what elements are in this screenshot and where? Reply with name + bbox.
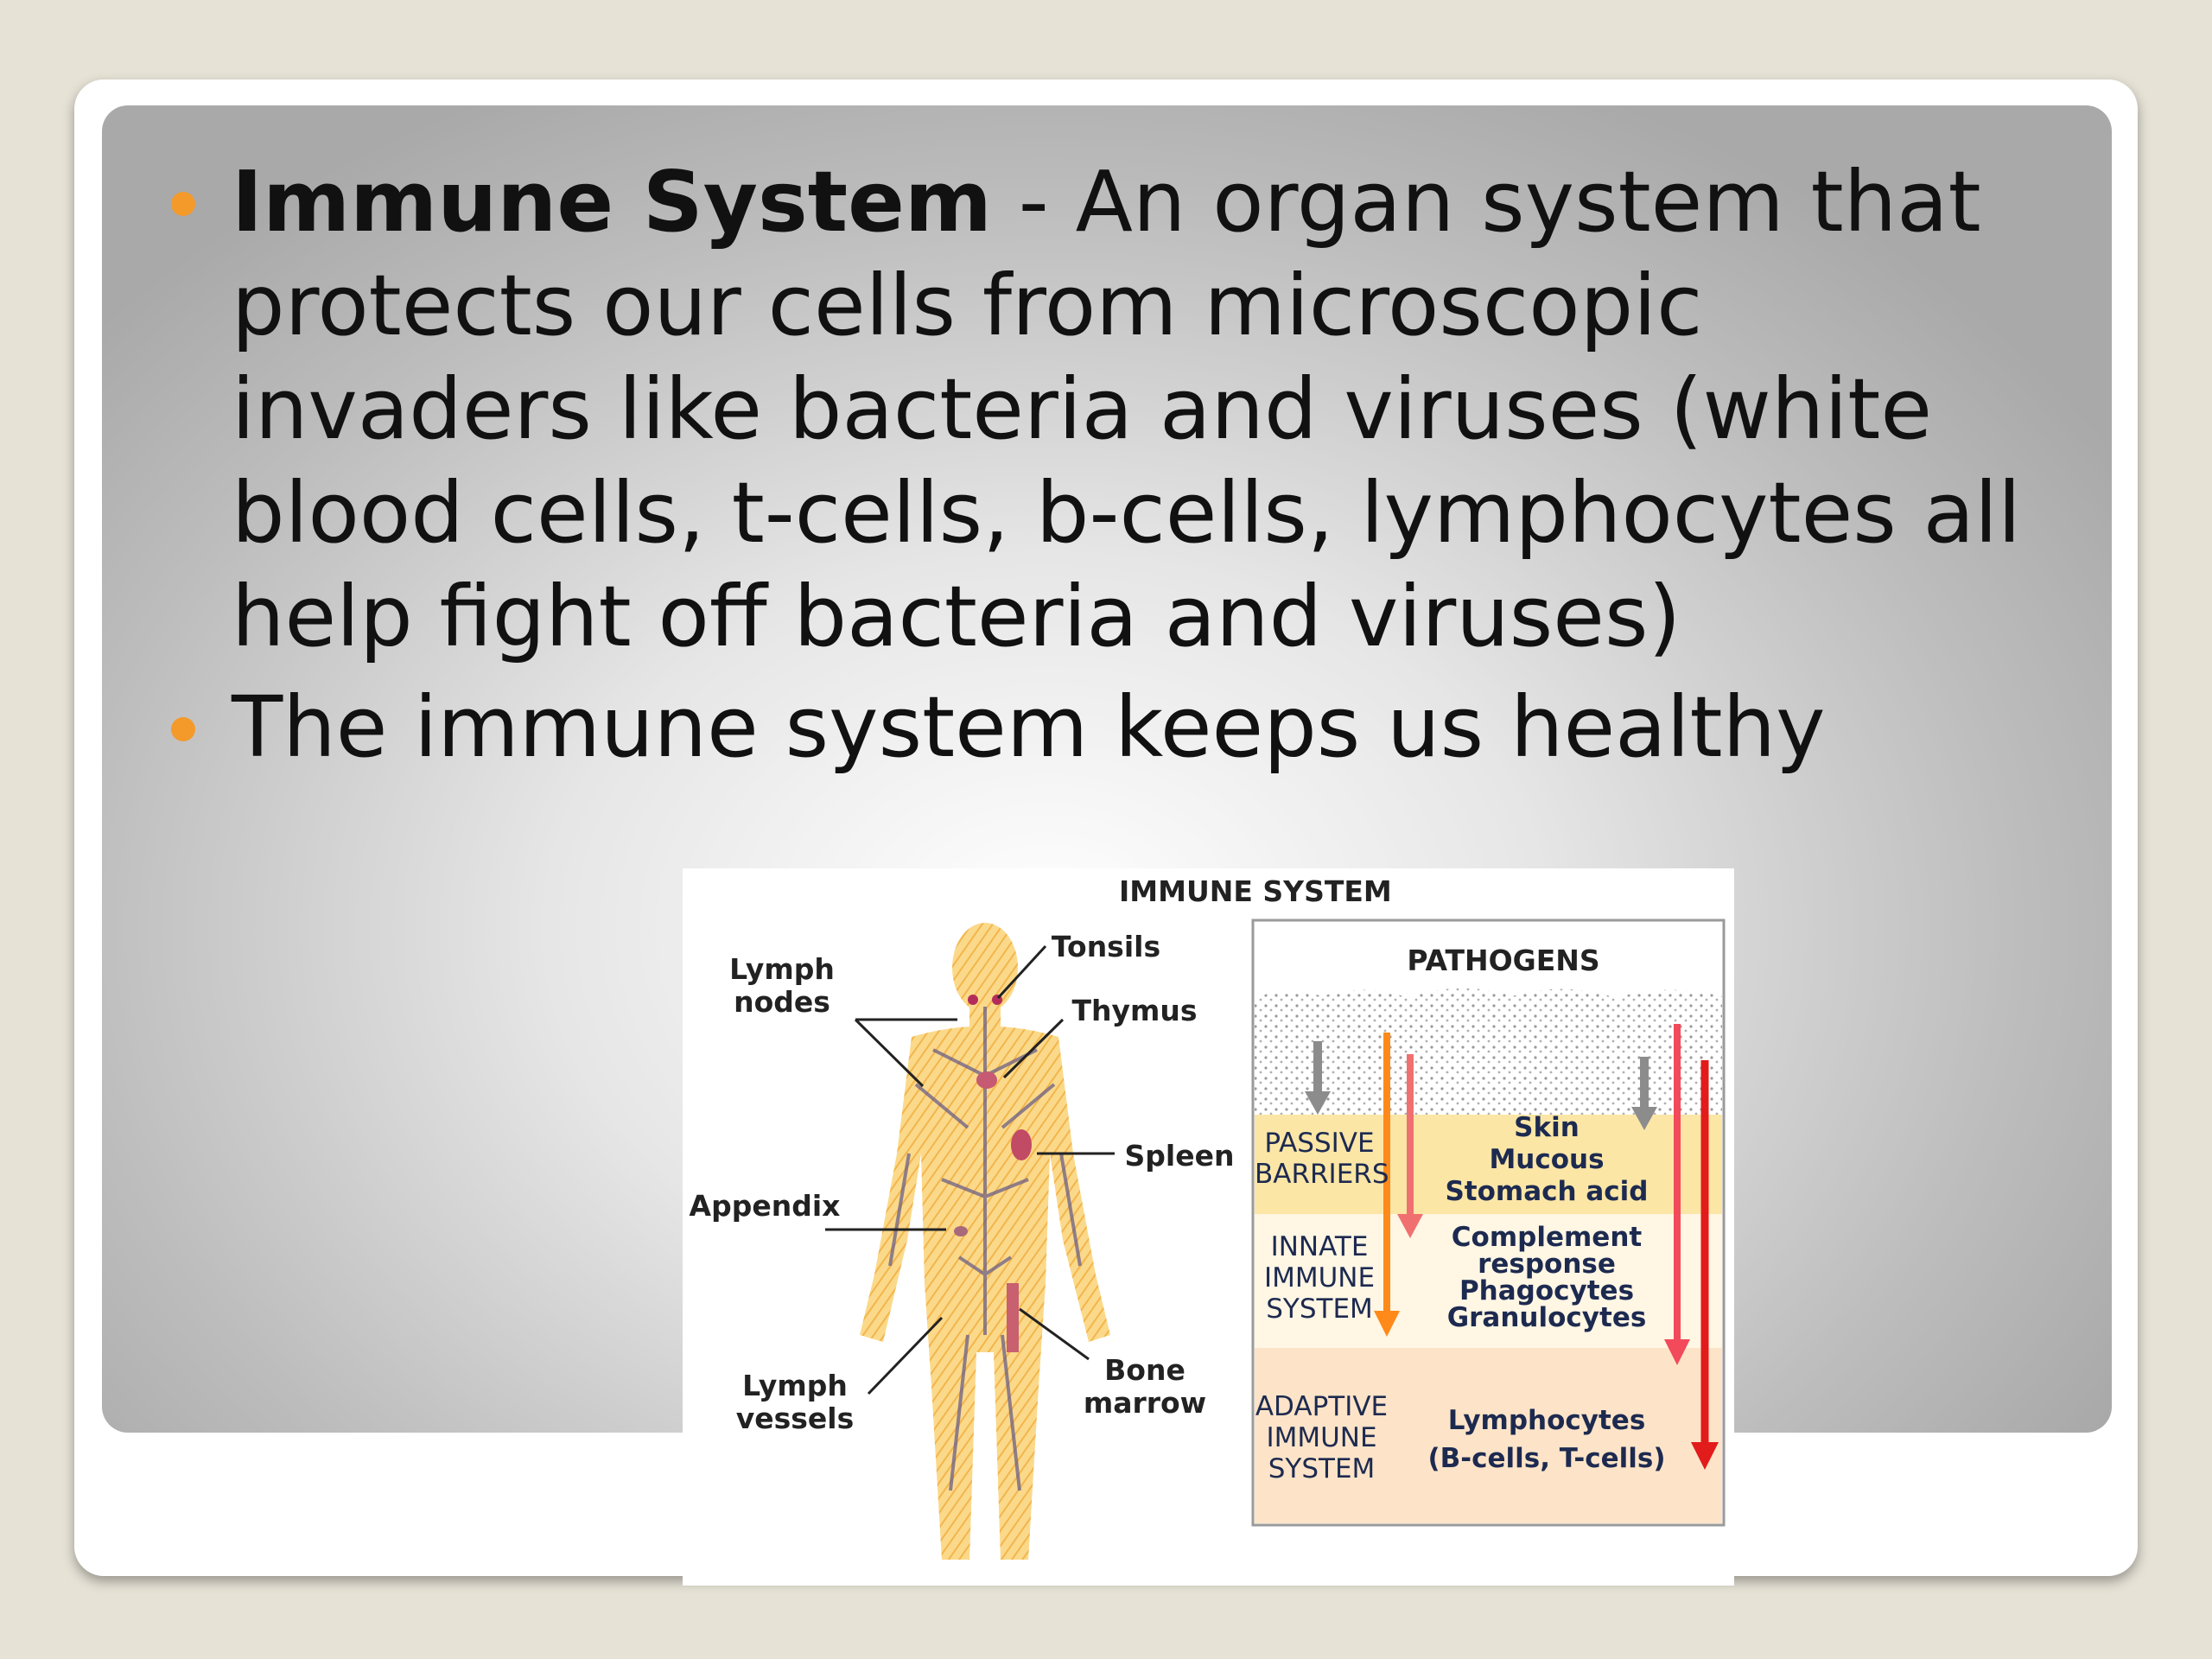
layer-items-adaptive: Lymphocytes (B-cells, T-cells) bbox=[1427, 1405, 1666, 1474]
diagram-graphics bbox=[825, 918, 1726, 1560]
label-bone-marrow: Bone marrow bbox=[1083, 1353, 1207, 1420]
diagram-title: IMMUNE SYSTEM bbox=[1119, 874, 1392, 908]
label-appendix: Appendix bbox=[689, 1189, 841, 1223]
label-tonsils: Tonsils bbox=[1051, 930, 1161, 963]
pathogens-title: PATHOGENS bbox=[1407, 944, 1600, 977]
layer-name-adaptive: ADAPTIVE IMMUNE SYSTEM bbox=[1255, 1391, 1389, 1484]
layer-passive-barriers bbox=[1255, 1115, 1722, 1214]
leader-lines bbox=[825, 944, 1115, 1395]
layer-items-passive: Skin Mucous Stomach acid bbox=[1445, 1112, 1649, 1207]
bullet-list: Immune System - An organ system that pro… bbox=[171, 150, 2089, 779]
bullet-item-immune-system: Immune System - An organ system that pro… bbox=[171, 150, 2089, 669]
bullet-text: - An organ system that protects our cell… bbox=[232, 153, 2021, 665]
label-lymph-nodes: Lymph nodes bbox=[729, 952, 835, 1019]
pathogen-arrows bbox=[1305, 1024, 1719, 1470]
bullet-dot-icon bbox=[171, 192, 195, 216]
label-thymus: Thymus bbox=[1071, 994, 1198, 1027]
layer-name-passive: PASSIVE BARRIERS bbox=[1255, 1128, 1389, 1190]
label-lymph-vessels: Lymph vessels bbox=[735, 1369, 855, 1435]
bullet-term: Immune System bbox=[232, 153, 992, 251]
label-spleen: Spleen bbox=[1124, 1139, 1235, 1173]
bullet-text: The immune system keeps us healthy bbox=[232, 678, 1826, 776]
bullet-dot-icon bbox=[171, 717, 195, 741]
layer-innate-immune bbox=[1255, 1214, 1722, 1348]
layers-panel bbox=[1251, 918, 1726, 1527]
layer-items-innate: Complement response Phagocytes Granulocy… bbox=[1446, 1222, 1647, 1333]
body-silhouette-icon bbox=[860, 923, 1110, 1560]
layer-name-innate: INNATE IMMUNE SYSTEM bbox=[1263, 1231, 1376, 1325]
immune-system-diagram: IMMUNE SYSTEM Lymph nodes Tonsils Thymus… bbox=[683, 868, 1734, 1586]
layer-adaptive-immune bbox=[1255, 1348, 1722, 1523]
bullet-item-keeps-healthy: The immune system keeps us healthy bbox=[171, 676, 2089, 779]
